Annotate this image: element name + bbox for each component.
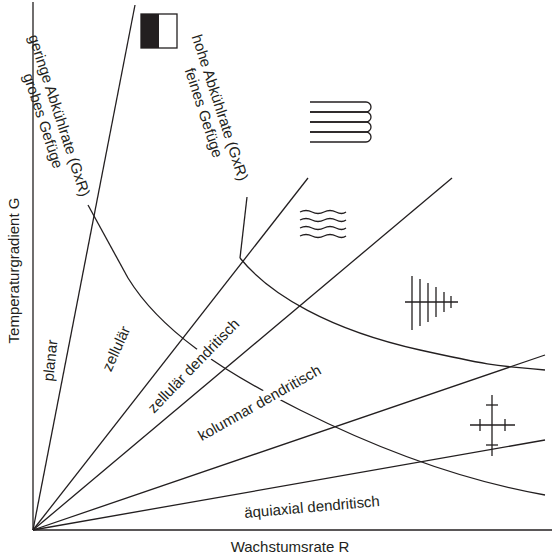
boundary-line bbox=[33, 440, 545, 530]
leader-line bbox=[88, 205, 128, 278]
region-label: zellulär bbox=[98, 321, 135, 375]
leader-line bbox=[240, 197, 247, 258]
x-axis bbox=[33, 529, 552, 530]
cellular-icon bbox=[310, 102, 371, 142]
cooling-rate-curve bbox=[128, 278, 545, 495]
cooling-rate-label-group: geringe Abkühlrate (GxR)grobes Gefüge bbox=[10, 32, 95, 203]
region-label-group: kolumnar dendritisch bbox=[193, 360, 325, 445]
planar-icon bbox=[141, 14, 177, 48]
region-label-group: zellulär bbox=[98, 321, 135, 375]
region-label: kolumnar dendritisch bbox=[193, 360, 325, 445]
region-label-group: planar bbox=[39, 336, 61, 383]
cooling-rate-label-group: hohe Abkühlrate (GxR)feines Gefüge bbox=[172, 32, 251, 188]
region-label: äquiaxial dendritisch bbox=[242, 491, 383, 520]
axis-label-group: Wachstumsrate R bbox=[231, 538, 350, 555]
columnar-dendrite-icon bbox=[405, 276, 458, 330]
cellular-dendritic-icon bbox=[300, 211, 346, 238]
axis-label: Temperaturgradient G bbox=[6, 197, 23, 343]
cooling-rate-curve bbox=[240, 258, 545, 370]
boundary-line bbox=[33, 355, 545, 530]
equiaxed-dendrite-icon bbox=[470, 395, 515, 456]
boundary-line bbox=[33, 178, 452, 530]
boundary-line bbox=[33, 178, 308, 530]
axis-label: Wachstumsrate R bbox=[231, 538, 350, 555]
axis-label-group: Temperaturgradient G bbox=[6, 197, 23, 343]
region-label-group: äquiaxial dendritisch bbox=[242, 491, 383, 520]
region-label: planar bbox=[39, 336, 61, 383]
